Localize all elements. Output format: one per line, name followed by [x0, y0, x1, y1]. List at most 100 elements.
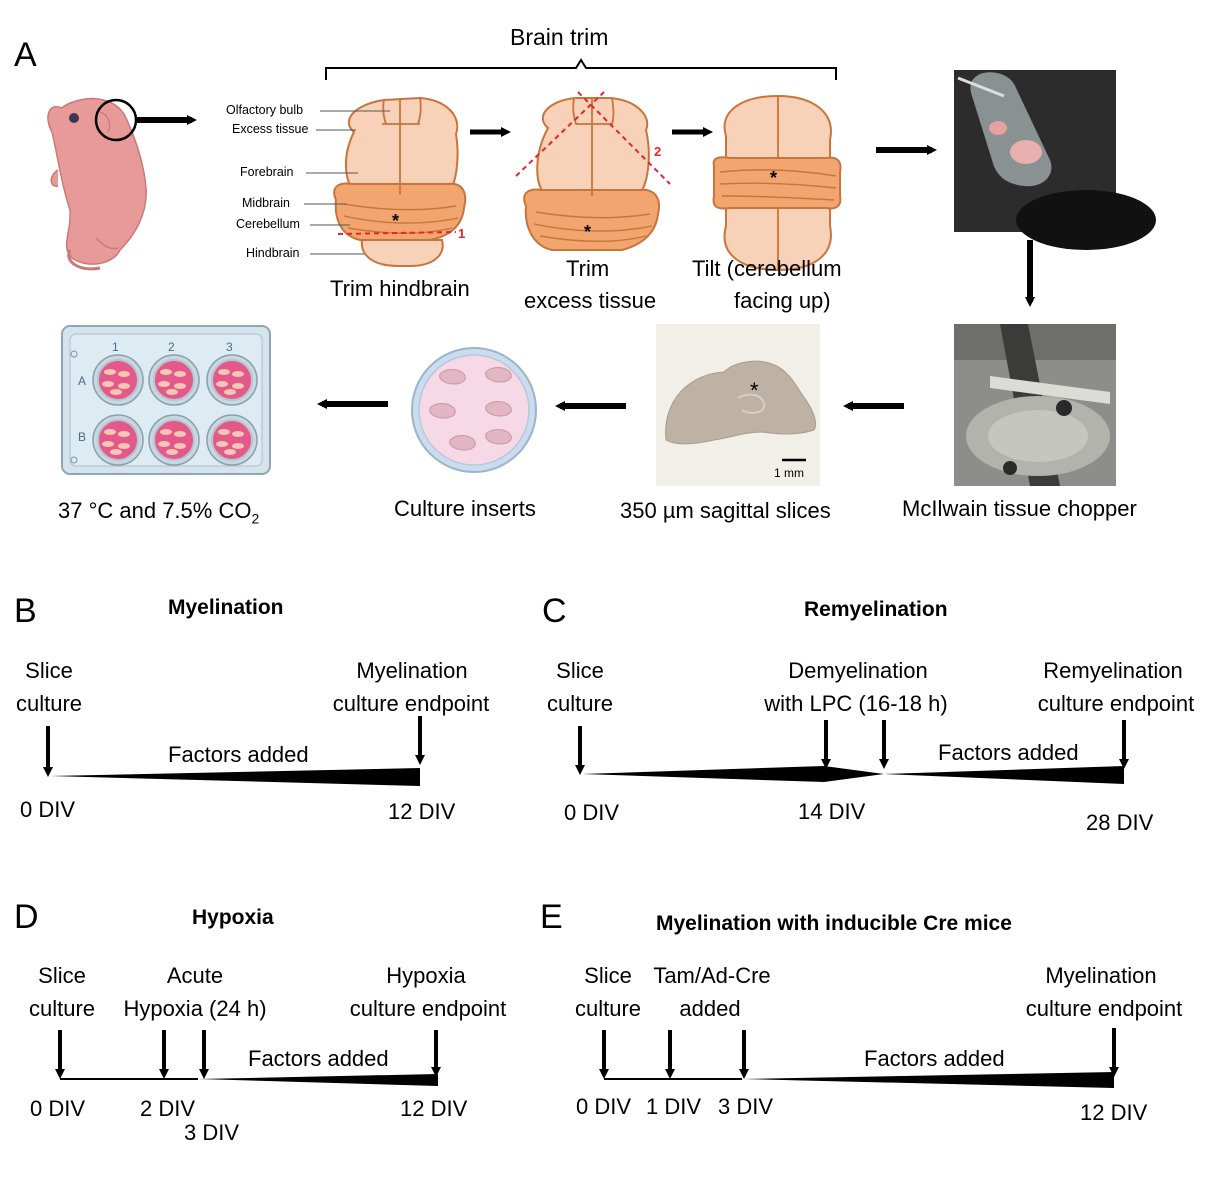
- c-end-label-line1: Remyelination: [1043, 658, 1183, 683]
- c-demyelination-line1: Demyelination: [788, 658, 928, 683]
- cut-number-1: 1: [458, 226, 466, 241]
- plate-col-2: 2: [168, 340, 175, 354]
- wedge-c-3: [884, 766, 1124, 784]
- c-tick-28: 28 DIV: [1086, 810, 1154, 835]
- panel-e-letter: E: [540, 898, 563, 936]
- d-hypoxia-line2: Hypoxia (24 h): [123, 996, 267, 1021]
- step-trim-hindbrain: Trim hindbrain: [330, 276, 470, 301]
- e-tick-0: 0 DIV: [576, 1094, 632, 1119]
- c-end-label-line2: culture endpoint: [1037, 691, 1195, 716]
- timeline-d: [55, 1030, 441, 1086]
- d-end-label-line2: culture endpoint: [349, 996, 507, 1021]
- panel-b-title: Myelination: [168, 596, 284, 619]
- e-tick-12: 12 DIV: [1080, 1100, 1148, 1125]
- brain-trim-bracket: [325, 58, 837, 80]
- panel-c-letter: C: [542, 592, 567, 630]
- slice-asterisk: *: [750, 378, 759, 403]
- six-well-plate-icon: [61, 325, 271, 475]
- panel-c-title: Remyelination: [804, 598, 948, 621]
- inserts-label: Culture inserts: [394, 496, 536, 521]
- cerebellum-asterisk-2: *: [584, 222, 592, 242]
- plate-well: [92, 354, 144, 406]
- brain-in-tube-photo: [954, 70, 1156, 250]
- c-start-label-line1: Slice: [556, 658, 604, 683]
- b-start-label-line1: Slice: [25, 658, 73, 683]
- b-end-label-line1: Myelination: [356, 658, 468, 683]
- c-tick-0: 0 DIV: [564, 800, 620, 825]
- wedge-d: [198, 1074, 438, 1086]
- plate-well: [148, 354, 200, 406]
- label-hindbrain: Hindbrain: [246, 246, 300, 260]
- tissue-chopper-photo: [954, 324, 1116, 486]
- c-tick-14: 14 DIV: [798, 799, 866, 824]
- label-excess-tissue: Excess tissue: [232, 122, 309, 136]
- d-tick-12: 12 DIV: [400, 1096, 468, 1121]
- e-tam-line1: Tam/Ad-Cre: [653, 963, 771, 988]
- c-demyelination-line2: with LPC (16-18 h): [764, 691, 948, 716]
- cerebellum-asterisk-3: *: [770, 168, 778, 188]
- label-midbrain: Midbrain: [242, 196, 290, 210]
- c-start-label-line2: culture: [546, 691, 614, 716]
- step-trim-excess-line1: Trim: [566, 256, 610, 281]
- scale-bar-label: 1 mm: [774, 466, 804, 480]
- panel-a-letter: A: [14, 36, 37, 74]
- plate-row-a: A: [78, 374, 87, 388]
- c-factors-label: Factors added: [938, 740, 1079, 765]
- anatomy-leader-lines: [304, 110, 390, 255]
- e-tam-line2: added: [679, 996, 741, 1021]
- plate-well: [148, 414, 200, 466]
- step-trim-excess-line2: excess tissue: [524, 288, 657, 313]
- panel-e-title: Myelination with inducible Cre mice: [656, 912, 1012, 935]
- d-hypoxia-line1: Acute: [166, 963, 224, 988]
- e-factors-label: Factors added: [864, 1046, 1005, 1071]
- d-start-label-line2: culture: [28, 996, 96, 1021]
- e-start-label-line1: Slice: [584, 963, 632, 988]
- wedge-c-1: [582, 766, 824, 782]
- plate-well: [206, 354, 258, 406]
- timeline-b: [43, 716, 425, 786]
- wedge-e: [742, 1072, 1114, 1088]
- b-tick-12: 12 DIV: [388, 799, 456, 824]
- panel-d-title: Hypoxia: [192, 906, 274, 929]
- chopper-label: McIlwain tissue chopper: [902, 496, 1137, 521]
- brain-dorsal-view-1: [333, 96, 467, 267]
- d-tick-2: 2 DIV: [140, 1096, 196, 1121]
- step-tilt-line2: facing up): [734, 288, 831, 313]
- e-tick-1: 1 DIV: [646, 1094, 702, 1119]
- cerebellum-asterisk-1: *: [392, 211, 400, 231]
- brain-tilted-view: [712, 94, 842, 272]
- label-forebrain: Forebrain: [240, 165, 294, 179]
- d-factors-label: Factors added: [248, 1046, 389, 1071]
- brain-trim-label: Brain trim: [510, 24, 609, 50]
- slices-label: 350 µm sagittal slices: [620, 498, 831, 523]
- culture-insert-icon: [411, 347, 537, 473]
- d-tick-3: 3 DIV: [184, 1120, 240, 1145]
- plate-row-b: B: [78, 430, 87, 444]
- b-factors-label: Factors added: [168, 742, 309, 767]
- wedge-b: [50, 768, 420, 786]
- plate-well: [206, 414, 258, 466]
- b-start-label-line2: culture: [15, 691, 83, 716]
- e-start-label-line2: culture: [574, 996, 642, 1021]
- label-cerebellum: Cerebellum: [236, 217, 300, 231]
- d-start-label-line1: Slice: [38, 963, 86, 988]
- b-tick-0: 0 DIV: [20, 797, 76, 822]
- plate-well: [92, 414, 144, 466]
- plate-col-1: 1: [112, 340, 119, 354]
- plate-col-3: 3: [226, 340, 233, 354]
- e-tick-3: 3 DIV: [718, 1094, 774, 1119]
- cut-lines-2: [515, 91, 671, 185]
- d-end-label-line1: Hypoxia: [386, 963, 466, 988]
- e-end-label-line1: Myelination: [1045, 963, 1157, 988]
- d-tick-0: 0 DIV: [30, 1096, 86, 1121]
- b-end-label-line2: culture endpoint: [332, 691, 490, 716]
- cut-line-1: [337, 231, 457, 235]
- panel-b-letter: B: [14, 592, 37, 630]
- wedge-c-2: [824, 766, 884, 782]
- timeline-c: [575, 720, 1129, 784]
- panel-d-letter: D: [14, 898, 39, 936]
- brain-dorsal-view-2: [523, 97, 660, 251]
- sagittal-slice-photo: [656, 324, 820, 486]
- step-tilt-line1: Tilt (cerebellum: [692, 256, 842, 281]
